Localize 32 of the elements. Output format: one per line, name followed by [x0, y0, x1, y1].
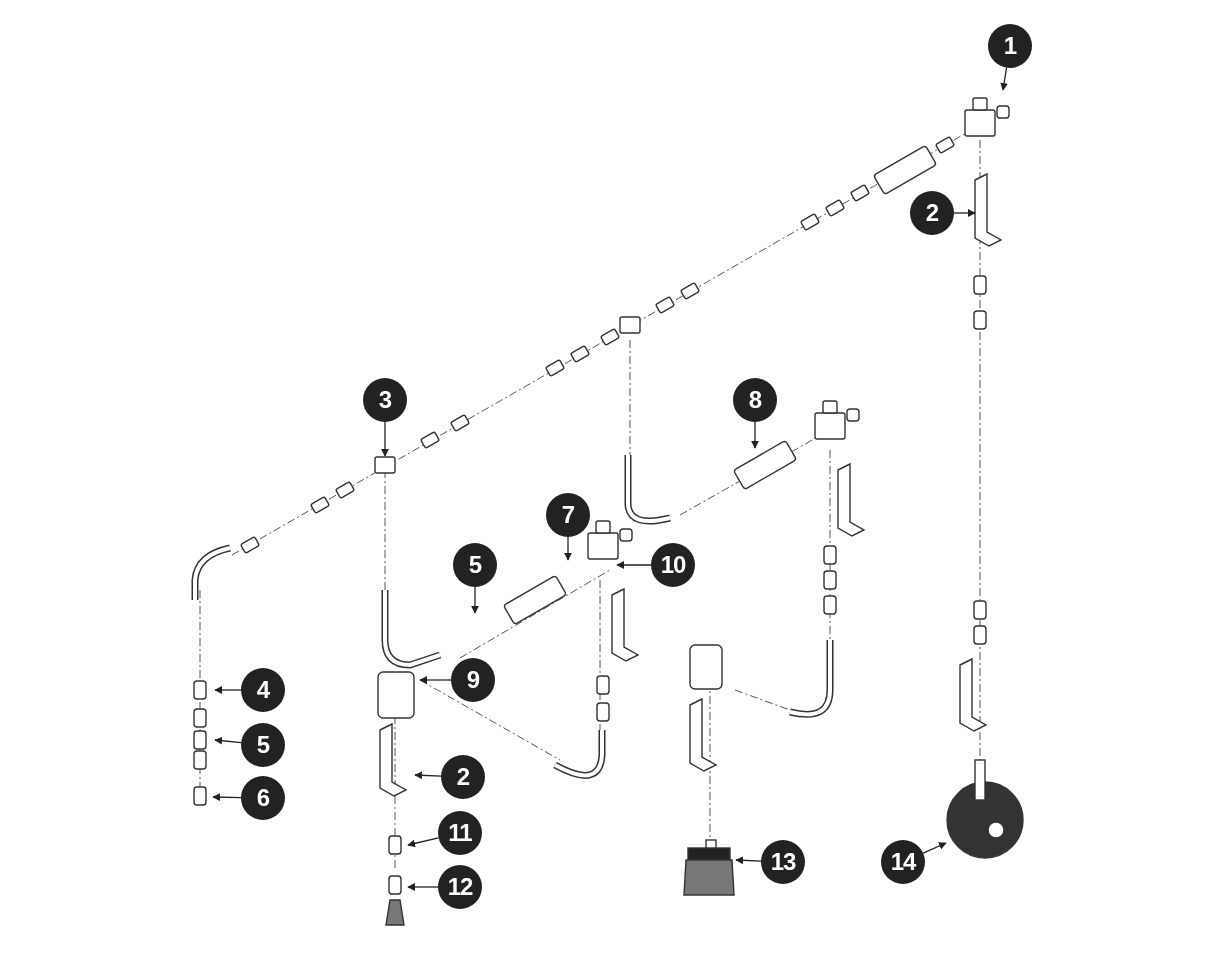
leader-line [407, 837, 440, 848]
leader-line [751, 421, 759, 449]
leader-line [471, 586, 479, 614]
callout-number: 2 [910, 191, 954, 235]
leader-line [953, 209, 976, 217]
callout-number: 9 [451, 658, 495, 702]
callout-number: 13 [761, 840, 805, 884]
callout-number: 12 [438, 865, 482, 909]
callout-number: 11 [438, 811, 482, 855]
callout-number: 1 [988, 24, 1032, 68]
callout-number: 10 [651, 543, 695, 587]
callout-number: 4 [241, 668, 285, 712]
leader-line [1000, 67, 1008, 91]
leader-line [922, 842, 947, 854]
callout-number: 14 [881, 840, 925, 884]
callout-number: 7 [546, 493, 590, 537]
leader-line [735, 856, 762, 865]
leader-line [616, 561, 652, 569]
callout-number: 2 [441, 755, 485, 799]
leader-line [419, 676, 452, 684]
callout-number: 3 [363, 378, 407, 422]
callout-number: 5 [453, 543, 497, 587]
leader-line [407, 883, 439, 891]
callout-number: 6 [241, 776, 285, 820]
callout-number: 8 [733, 378, 777, 422]
leader-line [214, 736, 242, 745]
callout-number: 5 [241, 723, 285, 767]
leader-line [564, 536, 572, 561]
leader-line [381, 421, 389, 457]
leader-line [212, 793, 242, 802]
leader-line [414, 771, 442, 780]
leader-line [214, 686, 242, 694]
